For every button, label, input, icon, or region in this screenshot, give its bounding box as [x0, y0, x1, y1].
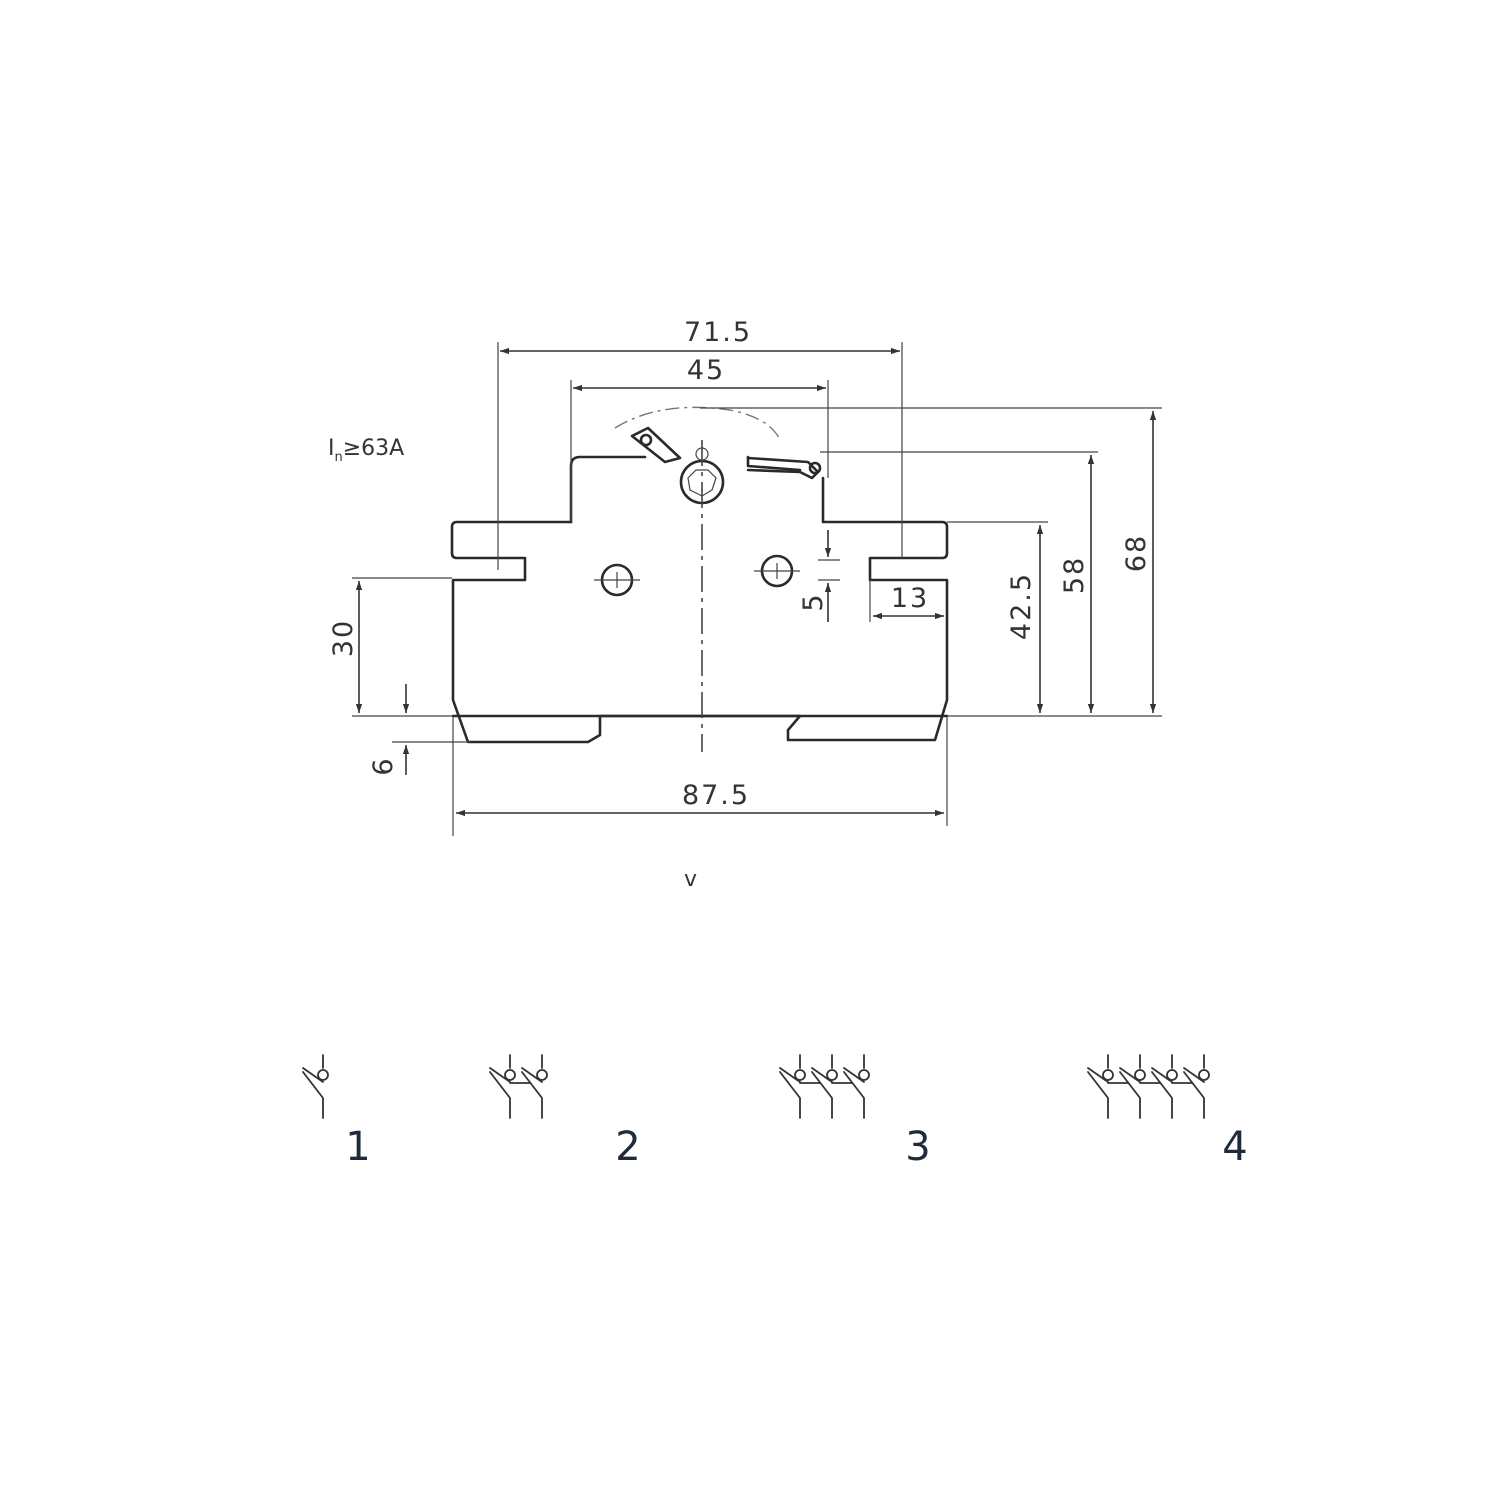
dim-13: 13	[891, 583, 929, 614]
contact-terminal-icon	[317, 1069, 329, 1081]
extension-lines	[352, 342, 1162, 836]
dim-71-5: 71.5	[684, 317, 752, 348]
contact-terminal-icon	[826, 1069, 838, 1081]
switch-contact-icon	[1087, 1054, 1109, 1119]
pole-count-label: 3	[905, 1124, 930, 1170]
pole-symbol-3: 3	[779, 1054, 931, 1170]
contact-terminal-icon	[1134, 1069, 1146, 1081]
switch-contact-icon	[489, 1054, 511, 1119]
switch-contact-icon	[521, 1054, 543, 1119]
switch-contact-icon	[843, 1054, 865, 1119]
terminal-screw-left	[594, 563, 640, 597]
dimension-lines	[355, 347, 1157, 817]
contact-terminal-icon	[1198, 1069, 1210, 1081]
rating-label: In≥63A	[328, 436, 404, 465]
contact-terminal-icon	[1102, 1069, 1114, 1081]
dim-5: 5	[798, 592, 829, 611]
pole-symbol-2: 2	[489, 1054, 641, 1170]
dim-45: 45	[687, 355, 725, 386]
contact-terminal-icon	[504, 1069, 516, 1081]
switch-contact-icon	[1119, 1054, 1141, 1119]
contact-terminal-icon	[858, 1069, 870, 1081]
switch-contact-icon	[811, 1054, 833, 1119]
pole-count-label: 1	[345, 1124, 370, 1170]
terminal-screw-right	[754, 554, 800, 588]
pole-symbol-1: 1	[302, 1054, 371, 1170]
contact-terminal-icon	[536, 1069, 548, 1081]
pole-symbol-4: 4	[1087, 1054, 1248, 1170]
switch-contact-icon	[1183, 1054, 1205, 1119]
pole-count-label: 4	[1222, 1124, 1247, 1170]
dim-68: 68	[1121, 534, 1152, 572]
contact-terminal-icon	[1166, 1069, 1178, 1081]
switch-contact-icon	[1151, 1054, 1173, 1119]
contact-terminal-icon	[794, 1069, 806, 1081]
dim-42-5: 42.5	[1006, 572, 1037, 640]
pole-count-label: 2	[615, 1124, 640, 1170]
dim-30: 30	[328, 619, 359, 657]
dim-58: 58	[1059, 556, 1090, 594]
device-outline	[450, 455, 949, 744]
switch-contact-icon	[779, 1054, 801, 1119]
toggle-handle	[614, 406, 822, 505]
stray-mark: v	[684, 867, 697, 892]
pole-configurations: 1 2 3 4	[302, 1054, 1248, 1170]
dim-6: 6	[368, 756, 399, 775]
dim-87-5: 87.5	[682, 780, 750, 811]
switch-contact-icon	[302, 1054, 324, 1119]
